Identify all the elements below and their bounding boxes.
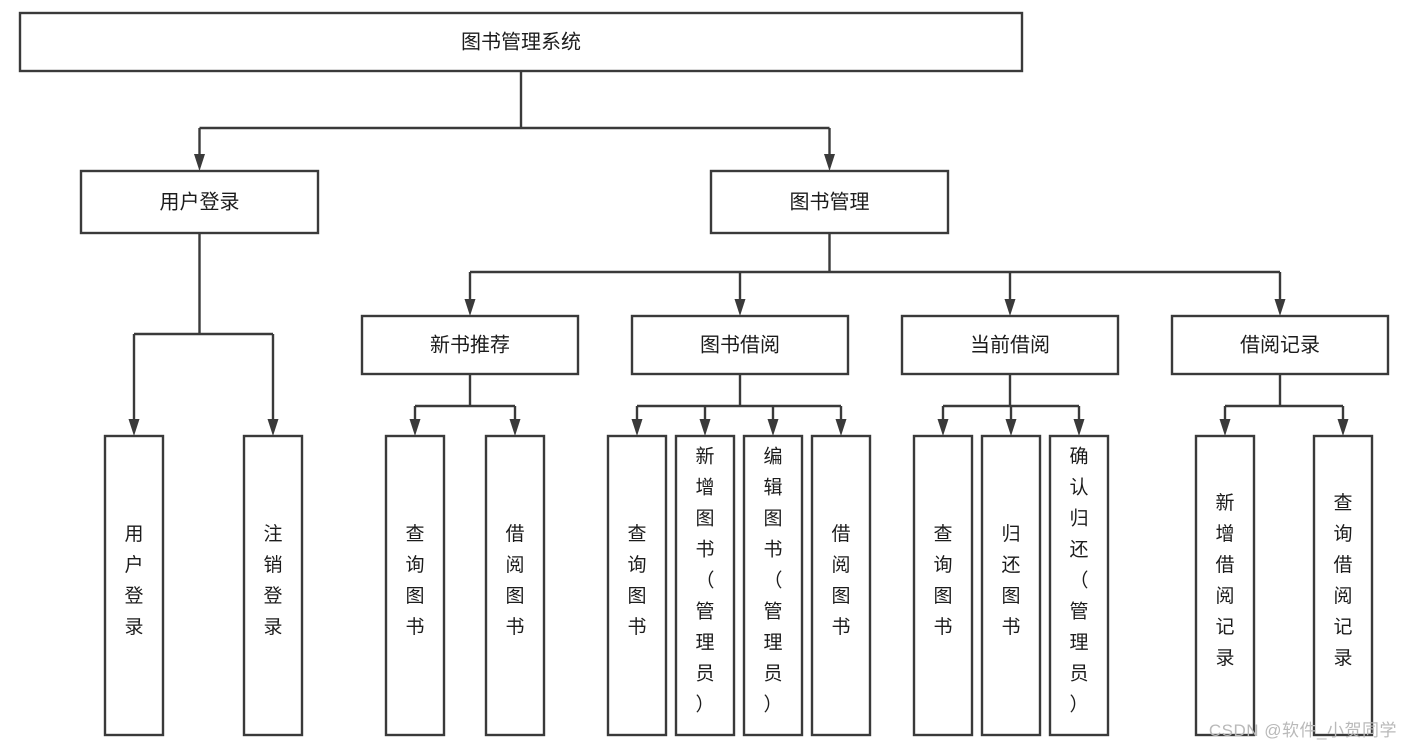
node-label-leaf-newbook-borrow: 借阅图书 — [505, 523, 524, 638]
node-label-newbook: 新书推荐 — [430, 333, 510, 356]
node-label-leaf-current-return: 归还图书 — [1001, 523, 1020, 638]
arrow-head-icon — [1073, 419, 1085, 436]
node-leaf-newbook-query[interactable]: 查询图书 — [384, 434, 446, 737]
arrow-head-icon — [835, 419, 847, 436]
node-login[interactable]: 用户登录 — [79, 169, 320, 235]
conn-root-to-level1 — [194, 71, 835, 171]
node-leaf-record-query[interactable]: 查询借阅记录 — [1312, 434, 1374, 737]
node-newbook[interactable]: 新书推荐 — [360, 314, 580, 376]
node-label-leaf-record-add: 新增借阅记录 — [1215, 492, 1234, 669]
conn-bookmgmt-to-level2 — [464, 233, 1286, 316]
arrow-head-icon — [699, 419, 711, 436]
node-label-leaf-record-query: 查询借阅记录 — [1333, 492, 1352, 669]
node-label-current: 当前借阅 — [970, 333, 1050, 356]
node-leaf-borrow-query[interactable]: 查询图书 — [606, 434, 668, 737]
node-label-leaf-borrow-edit: 编辑图书（管理员） — [763, 446, 782, 716]
node-leaf-borrow-add[interactable]: 新增图书（管理员） — [674, 434, 736, 737]
node-label-leaf-borrow-lend: 借阅图书 — [831, 523, 850, 638]
node-box-current — [900, 314, 1120, 376]
arrow-head-icon — [767, 419, 779, 436]
conn-borrow-to-leaves — [631, 374, 847, 436]
arrow-head-icon — [194, 154, 205, 171]
conn-record-to-leaves — [1219, 374, 1349, 436]
node-label-leaf-borrow-query: 查询图书 — [627, 523, 646, 638]
node-bookmgmt[interactable]: 图书管理 — [709, 169, 950, 235]
arrow-head-icon — [409, 419, 421, 436]
node-box-leaf-current-query — [912, 434, 974, 737]
arrow-head-icon — [631, 419, 643, 436]
arrow-head-icon — [824, 154, 835, 171]
node-box-borrow — [630, 314, 850, 376]
node-box-leaf-borrow-query — [606, 434, 668, 737]
node-label-leaf-user-logout: 注销登录 — [263, 523, 282, 638]
node-label-record: 借阅记录 — [1240, 333, 1320, 356]
node-leaf-borrow-edit[interactable]: 编辑图书（管理员） — [742, 434, 804, 737]
node-leaf-current-query[interactable]: 查询图书 — [912, 434, 974, 737]
node-leaf-current-return[interactable]: 归还图书 — [980, 434, 1042, 737]
arrow-head-icon — [1219, 419, 1231, 436]
node-box-leaf-borrow-add — [674, 434, 736, 737]
arrow-head-icon — [1274, 299, 1286, 316]
node-box-newbook — [360, 314, 580, 376]
arrow-head-icon — [128, 419, 140, 436]
connector-layer — [128, 71, 1349, 436]
node-label-borrow: 图书借阅 — [700, 333, 780, 356]
node-box-leaf-record-add — [1194, 434, 1256, 737]
arrow-head-icon — [267, 419, 279, 436]
arrow-head-icon — [1004, 299, 1016, 316]
node-leaf-borrow-lend[interactable]: 借阅图书 — [810, 434, 872, 737]
node-record[interactable]: 借阅记录 — [1170, 314, 1390, 376]
node-label-bookmgmt: 图书管理 — [790, 190, 870, 213]
node-label-leaf-borrow-add: 新增图书（管理员） — [695, 446, 714, 716]
node-box-login — [79, 169, 320, 235]
node-box-root — [18, 11, 1024, 73]
node-current[interactable]: 当前借阅 — [900, 314, 1120, 376]
node-root[interactable]: 图书管理系统 — [18, 11, 1024, 73]
node-box-leaf-current-return — [980, 434, 1042, 737]
node-label-login: 用户登录 — [160, 190, 240, 213]
node-leaf-newbook-borrow[interactable]: 借阅图书 — [484, 434, 546, 737]
node-label-leaf-user-login: 用户登录 — [124, 524, 143, 638]
node-label-leaf-newbook-query: 查询图书 — [405, 523, 424, 638]
node-label-leaf-current-confirm: 确认归还（管理员） — [1069, 446, 1088, 716]
arrow-head-icon — [734, 299, 746, 316]
conn-current-to-leaves — [937, 374, 1085, 436]
node-label-leaf-current-query: 查询图书 — [933, 523, 952, 638]
node-borrow[interactable]: 图书借阅 — [630, 314, 850, 376]
node-box-leaf-user-logout — [242, 434, 304, 737]
node-leaf-user-logout[interactable]: 注销登录 — [242, 434, 304, 737]
node-layer: 图书管理系统用户登录图书管理新书推荐图书借阅当前借阅借阅记录用户登录注销登录查询… — [18, 11, 1390, 737]
node-box-leaf-borrow-lend — [810, 434, 872, 737]
arrow-head-icon — [464, 299, 476, 316]
arrow-head-icon — [509, 419, 521, 436]
node-box-leaf-current-confirm — [1048, 434, 1110, 737]
node-box-bookmgmt — [709, 169, 950, 235]
node-box-leaf-user-login — [103, 434, 165, 737]
node-box-leaf-newbook-query — [384, 434, 446, 737]
node-leaf-record-add[interactable]: 新增借阅记录 — [1194, 434, 1256, 737]
node-leaf-user-login[interactable]: 用户登录 — [103, 434, 165, 737]
node-box-leaf-borrow-edit — [742, 434, 804, 737]
node-label-root: 图书管理系统 — [461, 30, 581, 53]
node-box-leaf-record-query — [1312, 434, 1374, 737]
node-leaf-current-confirm[interactable]: 确认归还（管理员） — [1048, 434, 1110, 737]
watermark-text: CSDN @软件_小贺同学 — [1208, 721, 1397, 740]
arrow-head-icon — [1337, 419, 1349, 436]
node-box-record — [1170, 314, 1390, 376]
conn-login-to-leaves — [128, 233, 279, 436]
arrow-head-icon — [1005, 419, 1017, 436]
arrow-head-icon — [937, 419, 949, 436]
conn-newbook-to-leaves — [409, 374, 521, 436]
node-box-leaf-newbook-borrow — [484, 434, 546, 737]
